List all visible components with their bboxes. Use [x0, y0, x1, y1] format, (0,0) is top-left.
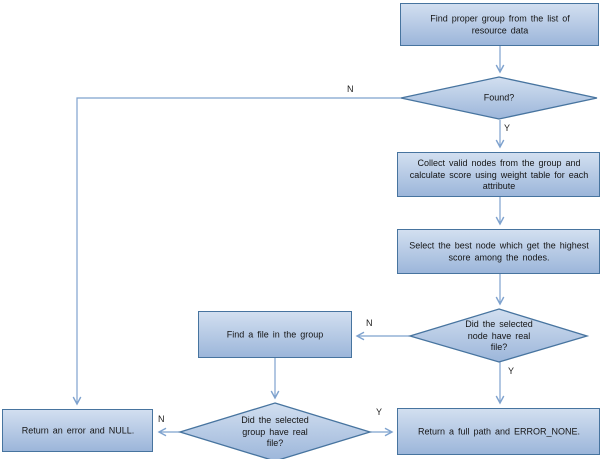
edge-label-group-yes: Y [376, 407, 383, 417]
edge-label-node-no: N [366, 318, 373, 328]
node-found-label: Found? [483, 92, 515, 103]
decision-diamond-found [400, 76, 598, 120]
node-find-group-label: Find proper group from the list of resou… [430, 13, 570, 36]
node-return-error [2, 409, 153, 452]
edge-label-found-yes: Y [504, 123, 511, 133]
edge-label-group-no: N [158, 414, 165, 424]
edge-label-found-no: N [347, 84, 354, 94]
node-find-file [198, 311, 352, 358]
connector-found-no-to-return-error [72, 97, 401, 406]
node-return-path-label: Return a full path and ERROR_NONE. [417, 426, 581, 437]
node-collect [397, 152, 600, 197]
node-select-best [397, 229, 600, 274]
node-select-best-label: Select the best node which get the highe… [409, 240, 589, 263]
decision-diamond-group-has-file [177, 402, 373, 459]
node-collect-label: Collect valid nodes from the group and c… [409, 157, 589, 191]
node-return-path [397, 408, 600, 455]
node-node-has-file-label: Did the selected node have real file? [465, 318, 533, 352]
edge-label-node-yes: Y [508, 366, 515, 376]
node-return-error-label: Return an error and NULL. [21, 425, 135, 436]
node-find-file-label: Find a file in the group [226, 329, 324, 340]
decision-diamond-node-has-file [407, 308, 590, 363]
node-group-has-file-label: Did the selected group have real file? [241, 414, 309, 448]
node-find-group [400, 3, 599, 46]
